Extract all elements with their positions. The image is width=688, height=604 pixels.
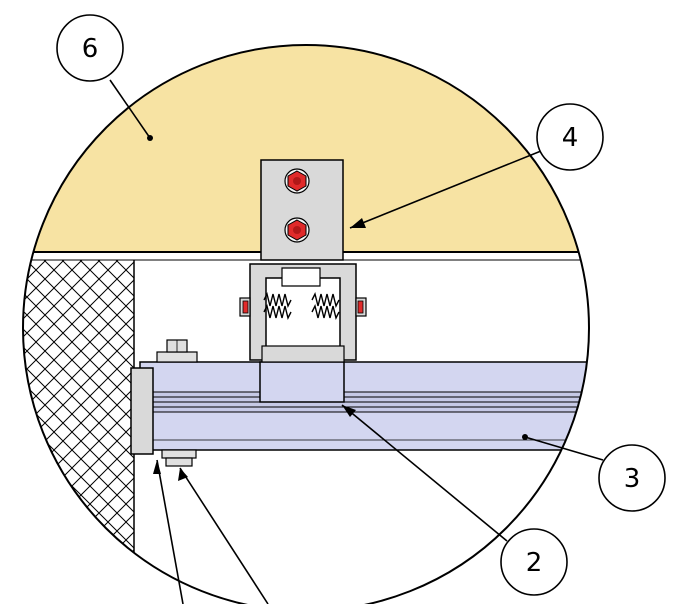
callout-4: 4 xyxy=(536,103,604,171)
hex-bolt-icon xyxy=(284,168,310,194)
channel-hanger xyxy=(239,263,367,363)
callout-6: 6 xyxy=(56,14,124,82)
clamp-2 xyxy=(259,361,345,403)
hex-bolt-icon xyxy=(284,217,310,243)
spring-right xyxy=(311,291,340,321)
end-plate xyxy=(130,367,154,455)
callout-label: 6 xyxy=(82,34,99,64)
bracket-4 xyxy=(260,159,344,261)
hex-nut-top xyxy=(156,339,198,363)
callout-2: 2 xyxy=(500,528,568,596)
leader-lines xyxy=(109,79,604,604)
callout-3: 3 xyxy=(598,444,666,512)
spring-left xyxy=(263,291,292,321)
callout-label: 4 xyxy=(562,123,579,153)
callout-label: 2 xyxy=(526,548,543,578)
detail-circle xyxy=(22,44,590,604)
callout-label: 3 xyxy=(624,464,641,494)
hex-nut-bottom xyxy=(161,449,197,467)
wall-hatch xyxy=(23,260,134,604)
